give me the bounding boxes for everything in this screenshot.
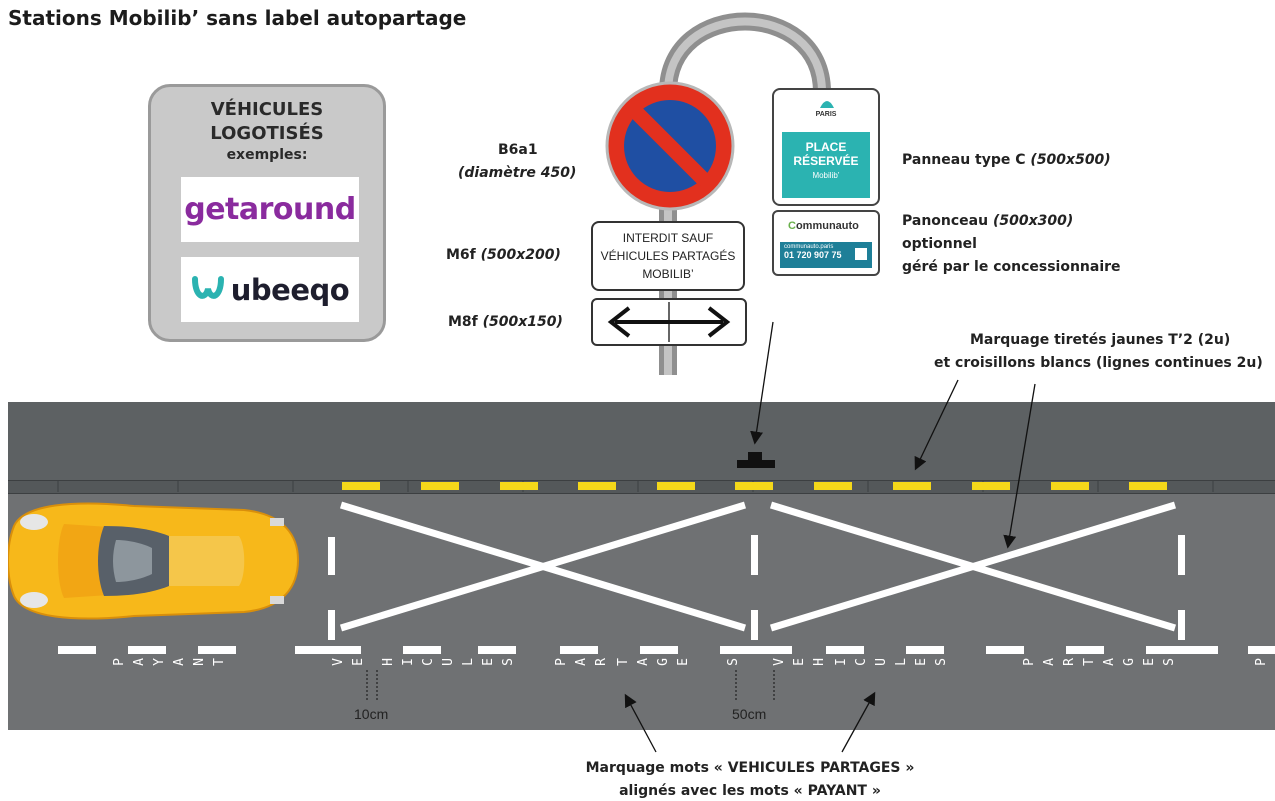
panonceau-size: (500x300) <box>992 213 1074 229</box>
place-reservee-line3: Mobilib’ <box>812 171 840 180</box>
panneau-c-size: (500x500) <box>1030 152 1111 168</box>
vehicles-heading-line3: exemples: <box>226 147 308 163</box>
ubeeqo-logo-text: ubeeqo <box>230 272 350 307</box>
paris-text: PARIS <box>815 111 837 118</box>
marking-yellow-line1: Marquage tiretés jaunes T’2 (2u) <box>970 332 1231 348</box>
arrow-to-sign-base <box>750 321 774 445</box>
m8f-size: (500x150) <box>482 314 563 330</box>
marking-yellow-line2: et croisillons blancs (lignes continues … <box>934 355 1263 371</box>
arrow-to-vehicules <box>841 691 876 753</box>
vehicles-logotised-box: VÉHICULES LOGOTISÉS exemples: getaround … <box>148 84 386 342</box>
communauto-logo: Communauto <box>788 220 859 232</box>
arrow-to-yellow-dashes <box>914 379 959 471</box>
place-reservee-line1: PLACE <box>805 140 847 154</box>
m6f-label: M6f (500x200) <box>446 247 561 263</box>
sidewalk <box>8 402 1275 482</box>
panonceau-text: Panonceau <box>902 213 989 229</box>
panneau-c-label: Panneau type C (500x500) <box>902 152 1111 168</box>
vehicles-heading-line2: LOGOTISÉS <box>210 123 324 144</box>
no-parking-sign <box>605 81 735 211</box>
place-reservee-block: PLACE RÉSERVÉE Mobilib’ <box>782 132 870 198</box>
m6f-text-line3: MOBILIB’ <box>642 267 694 281</box>
curb <box>8 480 1275 494</box>
communauto-url: communauto.paris <box>784 244 834 250</box>
m6f-text-line1: INTERDIT SAUF <box>622 231 714 245</box>
m8f-label: M8f (500x150) <box>448 314 563 330</box>
ubeeqo-logo: ubeeqo <box>181 257 359 322</box>
m6f-panel: INTERDIT SAUF VÉHICULES PARTAGÉS MOBILIB… <box>591 221 745 291</box>
road: P A Y A N T V E H I C U L E S P A R T A … <box>8 402 1275 730</box>
panonceau-optional: optionnel <box>902 236 977 252</box>
b6a1-size: (diamètre 450) <box>458 165 577 181</box>
vehicles-heading-line1: VÉHICULES <box>210 99 324 120</box>
b6a1-code: B6a1 <box>498 142 538 158</box>
getaround-logo: getaround <box>181 177 359 242</box>
arrow-to-cross <box>1003 383 1036 549</box>
road-markings <box>57 452 1275 702</box>
communauto-brand: ommunauto <box>795 220 859 232</box>
qr-code-icon <box>853 246 869 262</box>
m8f-code: M8f <box>448 314 478 330</box>
panonceau-label: Panonceau (500x300) <box>902 213 1073 229</box>
words-line1: Marquage mots « VEHICULES PARTAGES » <box>585 760 915 776</box>
page-title: Stations Mobilib’ sans label autopartage <box>8 6 467 30</box>
paris-emblem-icon <box>820 101 834 108</box>
m6f-code: M6f <box>446 247 476 263</box>
panneau-c-sign: PARIS PLACE RÉSERVÉE Mobilib’ <box>772 88 880 206</box>
m8f-panel <box>591 298 747 346</box>
panonceau-managed: géré par le concessionnaire <box>902 259 1121 275</box>
car <box>8 502 300 620</box>
m6f-size: (500x200) <box>480 247 561 263</box>
communauto-phone: 01 720 907 75 <box>784 250 842 260</box>
panneau-c-text: Panneau type C <box>902 152 1026 168</box>
spacing-label-10cm: 10cm <box>354 706 389 722</box>
panonceau-sign: Communauto communauto.paris 01 720 907 7… <box>772 210 880 276</box>
double-arrow-icon <box>607 302 731 342</box>
getaround-logo-text: getaround <box>184 192 356 227</box>
ubeeqo-mark-icon <box>191 275 224 299</box>
communauto-contact-block: communauto.paris 01 720 907 75 <box>780 242 872 268</box>
m6f-text-line2: VÉHICULES PARTAGÉS <box>600 249 736 263</box>
spacing-label-50cm: 50cm <box>732 706 767 722</box>
communauto-c-icon: C <box>788 220 796 232</box>
words-line2: alignés avec les mots « PAYANT » <box>619 783 881 799</box>
arrow-to-partages <box>624 693 657 753</box>
sign-post <box>659 12 831 375</box>
place-reservee-line2: RÉSERVÉE <box>793 154 859 168</box>
